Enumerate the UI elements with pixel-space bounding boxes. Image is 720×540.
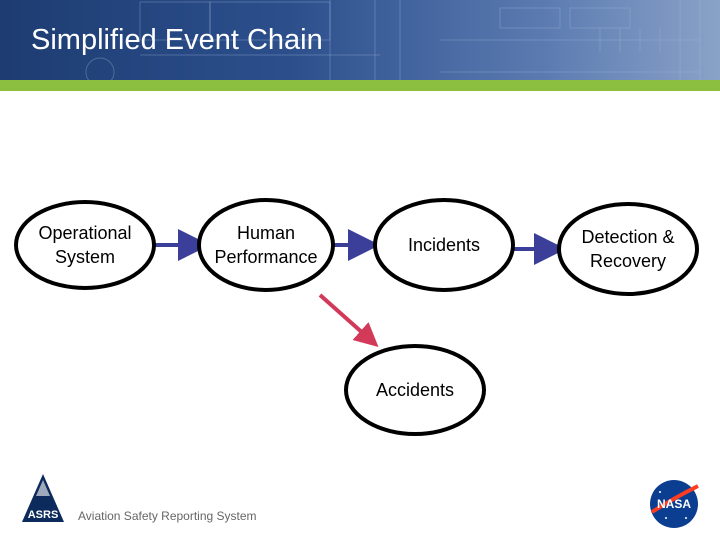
nasa-logo-text: NASA [657, 497, 691, 511]
node-detection-recovery-shape [557, 202, 699, 296]
node-human-performance-shape [197, 198, 335, 292]
node-accidents-label: Accidents [375, 380, 455, 400]
node-detection-recovery-label: Detection & Recovery [581, 227, 675, 271]
node-incidents-label: Incidents [407, 235, 481, 255]
header-accent-bar [0, 80, 720, 91]
nasa-logo: NASA [650, 480, 699, 528]
node-human-performance-label: Human Performance [214, 223, 318, 267]
node-operational-system-label: Operational System [38, 223, 132, 267]
blueprint-background [85, 0, 701, 80]
edge-human-to-accidents [318, 293, 379, 347]
node-operational-system-shape [14, 200, 156, 290]
node-accidents-shape [344, 344, 486, 436]
node-incidents-shape [373, 198, 515, 292]
asrs-logo: ASRS [22, 474, 64, 522]
asrs-logo-text: ASRS [28, 509, 59, 521]
footer-text: Aviation Safety Reporting System [78, 509, 257, 523]
page-title: Simplified Event Chain [31, 24, 323, 56]
slide-header: Simplified Event Chain [0, 0, 720, 80]
